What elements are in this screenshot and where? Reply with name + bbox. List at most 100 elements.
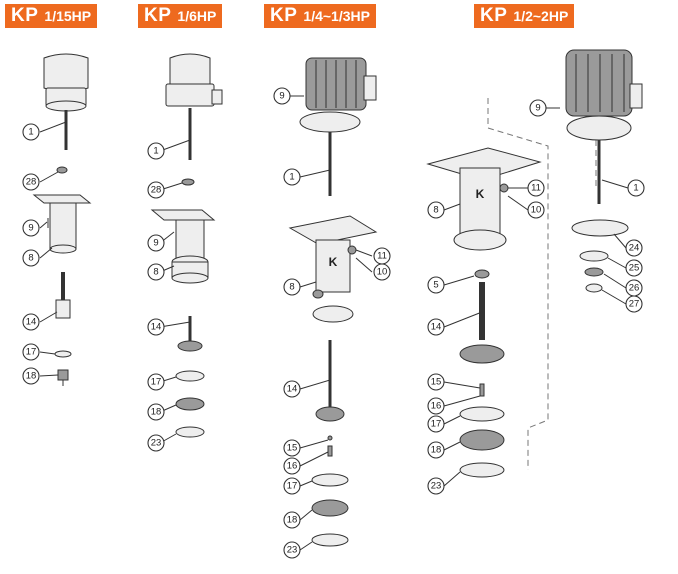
callout-16: 16 [283,457,301,475]
svg-text:K: K [329,255,338,269]
svg-text:8: 8 [153,267,158,278]
plug-18-a [57,369,69,381]
svg-text:11: 11 [377,251,387,262]
svg-text:17: 17 [26,347,37,358]
svg-text:8: 8 [289,282,294,293]
header-rating: 1/4~1/3HP [303,8,370,24]
callout-17: 17 [283,477,301,495]
header-rating: 1/6HP [177,8,217,24]
header-kp-1-4-1-3hp: KP 1/4~1/3HP [264,4,376,28]
svg-text:17: 17 [431,419,442,430]
ring-23-c [311,533,349,547]
part-26 [584,267,604,277]
callout-1: 1 [147,142,165,160]
oring-17-c [311,473,349,487]
callout-28: 28 [22,173,40,191]
callout-9: 9 [529,99,547,117]
bracket-c [288,215,378,245]
callout-14: 14 [283,380,301,398]
svg-text:9: 9 [28,223,33,234]
callout-28: 28 [147,181,165,199]
callout-18: 18 [22,367,40,385]
svg-text:18: 18 [26,371,37,382]
callout-8: 8 [22,249,40,267]
alignment-guide [487,98,549,470]
oring-17-b [175,370,205,382]
assembly-1-6hp: 1 28 9 8 14 17 18 23 [147,53,223,452]
svg-text:K: K [476,187,485,201]
motor-flange-c [299,111,361,133]
svg-text:14: 14 [151,322,162,333]
svg-text:28: 28 [151,185,162,196]
assembly-1-15hp: 1 28 9 8 14 17 18 [22,53,92,386]
housing-d [459,167,501,241]
callout-18: 18 [427,441,445,459]
callout-16: 16 [427,397,445,415]
svg-text:24: 24 [629,243,640,254]
svg-text:9: 9 [535,103,540,114]
callout-15: 15 [283,439,301,457]
svg-text:18: 18 [431,445,442,456]
svg-text:28: 28 [26,177,37,188]
oring-17-d [459,406,505,422]
callout-11: 11 [527,179,545,197]
svg-text:1: 1 [28,127,33,138]
callout-23: 23 [283,541,301,559]
svg-text:17: 17 [151,377,162,388]
svg-text:16: 16 [287,461,298,472]
callout-11: 11 [373,247,391,265]
header-brand: KP [144,5,172,26]
svg-text:14: 14 [287,384,298,395]
svg-text:14: 14 [26,317,37,328]
svg-text:26: 26 [629,283,640,294]
header-brand: KP [270,5,298,26]
callout-8: 8 [427,201,445,219]
svg-text:1: 1 [153,146,158,157]
header-rating: 1/2~2HP [513,8,569,24]
impeller-b [177,340,203,352]
callout-1: 1 [283,168,301,186]
svg-text:10: 10 [531,205,542,216]
ring-23-b [175,426,205,438]
callout-14: 14 [22,313,40,331]
oring-25 [579,250,609,262]
part-24 [571,219,629,237]
callout-9: 9 [147,234,165,252]
oring-17-a [54,350,72,358]
header-brand: KP [480,5,508,26]
callout-17: 17 [147,373,165,391]
svg-text:15: 15 [287,443,298,454]
callout-10: 10 [527,201,545,219]
assembly-1-4-1-3hp: K 9 1 11 10 8 14 15 16 17 18 23 [273,57,391,559]
svg-text:14: 14 [431,322,442,333]
callout-9: 9 [22,219,40,237]
svg-text:23: 23 [151,438,162,449]
header-brand: KP [11,5,39,26]
bearing-18-b [175,397,205,411]
housing-c [315,239,351,293]
part-5 [474,269,490,279]
callout-14: 14 [427,318,445,336]
svg-text:18: 18 [151,407,162,418]
svg-text:9: 9 [153,238,158,249]
part-28-b [181,178,195,186]
callout-18: 18 [147,403,165,421]
bracket-b [150,209,216,221]
callout-9: 9 [273,87,291,105]
callout-23: 23 [427,477,445,495]
svg-text:25: 25 [629,263,640,274]
callout-27: 27 [625,295,643,313]
motor-flange-b [165,83,215,107]
callout-25: 25 [625,259,643,277]
callout-15: 15 [427,373,445,391]
header-rating: 1/15HP [44,8,92,24]
callout-8: 8 [283,278,301,296]
svg-text:8: 8 [28,253,33,264]
bracket-a [32,194,92,204]
bearing-18-d [459,429,505,451]
impeller-c [315,406,345,422]
svg-text:1: 1 [633,183,638,194]
callout-1: 1 [22,123,40,141]
svg-text:15: 15 [431,377,442,388]
part-28-a [56,166,68,174]
